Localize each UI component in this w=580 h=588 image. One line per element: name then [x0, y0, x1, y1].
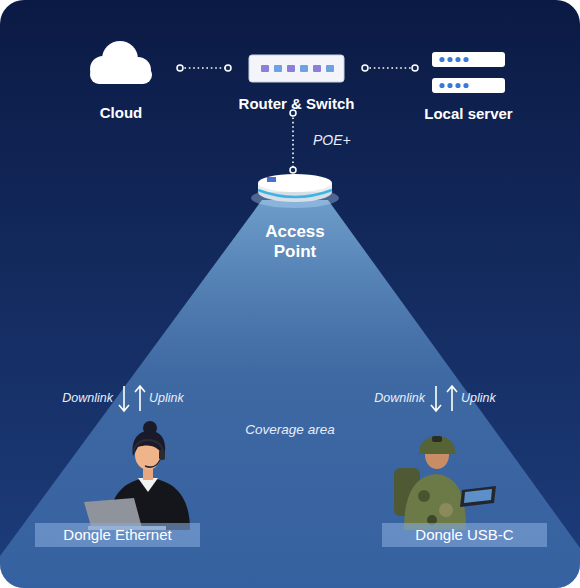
operator-illustration	[84, 421, 190, 530]
operator-collar	[138, 478, 158, 492]
camo-patch	[439, 503, 453, 517]
router-port	[326, 65, 334, 72]
cloud-node: Cloud	[62, 36, 180, 122]
access-point-led	[267, 177, 276, 182]
operator-hair-bun	[143, 421, 157, 435]
dongle-box: Dongle Ethernet	[35, 523, 200, 547]
coverage-beam-group	[0, 200, 580, 588]
server-led	[463, 83, 468, 88]
server-led	[439, 57, 444, 62]
link-direction-label: Uplink	[461, 391, 521, 405]
connector-end-dot	[290, 167, 296, 173]
connector-end-dot	[290, 110, 296, 116]
server-led	[455, 57, 460, 62]
tablet	[460, 486, 496, 507]
access-point-node: Access Point	[245, 170, 345, 262]
server-svg	[415, 48, 522, 98]
downlink-arrow	[431, 386, 441, 411]
connector-end-dot	[225, 65, 231, 71]
router-port	[261, 65, 269, 72]
headset-mic	[145, 460, 160, 467]
camo-patch	[418, 490, 430, 502]
connector-group	[362, 65, 418, 71]
server-unit	[432, 52, 505, 67]
connector-group	[290, 110, 296, 173]
server-unit	[432, 78, 505, 93]
node-label: Local server	[415, 105, 522, 123]
server-led	[463, 57, 468, 62]
link-direction-label: Downlink	[38, 391, 113, 405]
router-port	[274, 65, 282, 72]
ap-svg	[245, 170, 345, 210]
router-port	[300, 65, 308, 72]
link-arrows-left	[119, 386, 145, 411]
access-point-icon	[251, 174, 339, 208]
router-body	[249, 55, 344, 82]
cloud-shape	[90, 66, 152, 84]
dotted-connector	[180, 67, 228, 69]
dongle-box: Dongle USB-C	[382, 523, 547, 547]
server-led	[439, 83, 444, 88]
dotted-connector	[292, 113, 294, 170]
connector-group	[177, 65, 231, 71]
helmet-mount	[432, 436, 442, 442]
server-node: Local server	[415, 48, 522, 123]
link-direction-label: Uplink	[149, 391, 209, 405]
access-point-top	[258, 174, 332, 192]
headset-band	[134, 440, 163, 452]
router-port	[313, 65, 321, 72]
dotted-connector	[365, 67, 415, 69]
dongle-label: Dongle USB-C	[415, 526, 513, 544]
soldier-illustration	[394, 436, 496, 530]
coverage-beam	[0, 200, 580, 588]
connector-end-dot	[362, 65, 368, 71]
dongle-label: Dongle Ethernet	[63, 526, 171, 544]
connector-end-dot	[177, 65, 183, 71]
node-label: Cloud	[62, 104, 180, 122]
downlink-arrow	[119, 386, 129, 411]
cloud-svg	[62, 36, 180, 86]
router-port	[287, 65, 295, 72]
server-led	[447, 57, 452, 62]
router-node: Router & Switch	[228, 50, 365, 113]
uplink-arrow	[135, 386, 145, 411]
cloud-icon	[90, 41, 152, 84]
link-arrows-right	[431, 386, 457, 411]
server-led	[455, 83, 460, 88]
server-icon	[432, 52, 505, 93]
node-label: Access Point	[245, 222, 345, 262]
link-direction-label: Downlink	[350, 391, 425, 405]
node-label: Router & Switch	[228, 95, 365, 113]
server-led	[447, 83, 452, 88]
uplink-arrow	[447, 386, 457, 411]
area-label: Coverage area	[210, 422, 370, 437]
headset-ear	[159, 450, 165, 460]
connector-end-dot	[412, 65, 418, 71]
router-icon	[249, 55, 344, 82]
router-svg	[228, 50, 365, 86]
tablet-screen	[464, 489, 492, 503]
soldier-helmet	[417, 436, 458, 454]
edge-label: POE+	[313, 132, 351, 148]
